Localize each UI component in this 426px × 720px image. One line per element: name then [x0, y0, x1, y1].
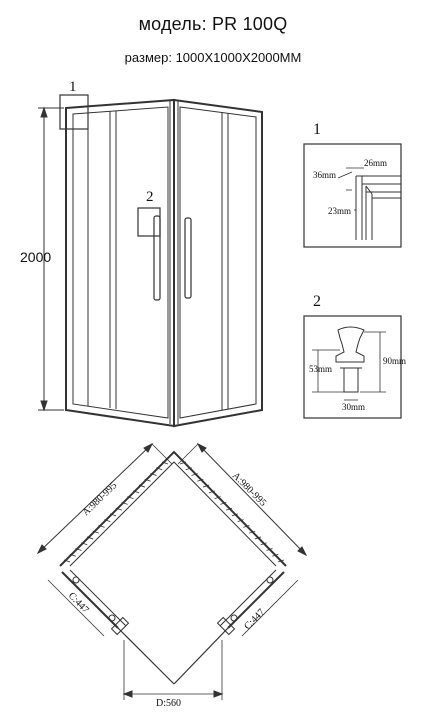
detail-2-dim-b: 90mm: [383, 356, 406, 366]
wall-hatch-mark: [144, 478, 151, 482]
wall-hatch-mark: [220, 501, 227, 505]
wall-hatch-mark: [63, 559, 71, 563]
wall-hatch-mark: [161, 461, 169, 465]
detail-2-dim-c: 30mm: [342, 402, 365, 412]
wall-hatch-mark: [197, 478, 204, 482]
wall-hatch-mark: [69, 553, 76, 557]
detail-1-number: 1: [313, 121, 321, 138]
plan-view: [36, 442, 308, 700]
wall-hatch-mark: [109, 513, 117, 517]
plan-door-left-label: C:447: [66, 590, 91, 615]
wall-hatch-mark: [266, 548, 273, 551]
front-elevation: [38, 94, 263, 428]
wall-hatch-mark: [260, 542, 267, 546]
callout-1-label: 1: [69, 79, 77, 95]
wall-hatch-mark: [179, 461, 187, 465]
wall-hatch-mark: [98, 525, 105, 528]
wall-hatch-mark: [225, 507, 233, 511]
wall-hatch-mark: [86, 536, 94, 540]
detail-2-box: [303, 315, 402, 419]
wall-hatch-mark: [133, 490, 140, 494]
detail-1-dim-c: 23mm: [328, 206, 351, 216]
detail-2-number: 2: [313, 293, 321, 310]
wall-hatch-mark: [249, 530, 256, 534]
wall-hatch-mark: [121, 501, 128, 505]
wall-hatch-mark: [81, 542, 88, 546]
height-label: 2000: [20, 249, 51, 265]
wall-hatch-mark: [191, 473, 198, 476]
detail-1-dim-b: 26mm: [364, 158, 387, 168]
detail-1-box: [303, 143, 402, 248]
wall-hatch-mark: [231, 513, 239, 517]
wall-hatch-mark: [277, 559, 285, 563]
wall-hatch-mark: [75, 548, 82, 551]
wall-hatch-mark: [185, 467, 192, 471]
wall-hatch-mark: [272, 553, 279, 557]
wall-hatch-mark: [92, 530, 99, 534]
wall-hatch-mark: [254, 536, 262, 540]
wall-hatch-mark: [127, 496, 134, 499]
wall-hatch-mark: [243, 525, 250, 528]
wall-hatch-mark: [214, 496, 221, 499]
plan-entry-label: D:560: [156, 698, 181, 709]
detail-1-dim-a: 36mm: [313, 170, 336, 180]
detail-2-dim-a: 53mm: [309, 364, 332, 374]
wall-hatch-mark: [156, 467, 163, 471]
model-title: модель: PR 100Q: [138, 14, 288, 34]
wall-hatch-mark: [208, 490, 215, 494]
wall-hatch-mark: [138, 484, 146, 488]
wall-hatch-mark: [202, 484, 210, 488]
wall-hatch-mark: [237, 519, 244, 523]
wall-hatch-mark: [104, 519, 111, 523]
wall-hatch-mark: [115, 507, 123, 511]
plan-side-right-label: A:980-995: [230, 470, 268, 508]
size-subtitle: размер: 1000X1000X2000MM: [124, 50, 302, 65]
wall-hatch-mark: [150, 473, 157, 476]
callout-2-label: 2: [146, 189, 154, 205]
